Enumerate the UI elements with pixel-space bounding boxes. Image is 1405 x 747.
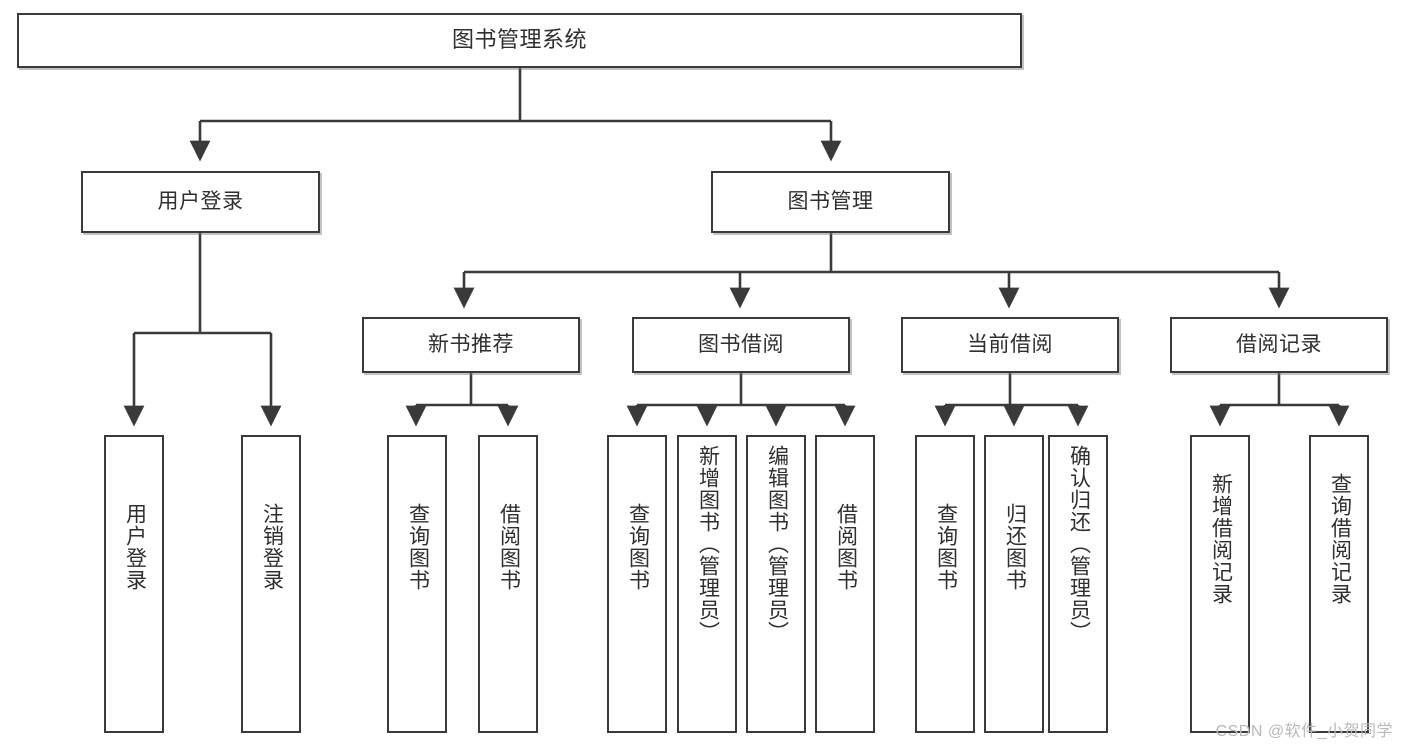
leaf-query-book-cur[interactable]: 查询图书 <box>915 435 975 733</box>
leaf-query-record[interactable]: 查询借阅记录 <box>1309 435 1369 733</box>
leaf-add-record-label: 新增借阅记录 <box>1209 473 1233 605</box>
leaf-borrow-book-label: 借阅图书 <box>834 503 858 591</box>
node-book-manage-label: 图书管理 <box>787 190 874 214</box>
node-book-borrow[interactable]: 图书借阅 <box>632 317 850 373</box>
leaf-borrow-book[interactable]: 借阅图书 <box>815 435 875 733</box>
leaf-edit-book-label: 编辑图书（管理员） <box>765 445 789 643</box>
leaf-user-login[interactable]: 用户登录 <box>104 435 164 733</box>
node-borrow-record-label: 借阅记录 <box>1236 333 1322 357</box>
node-user-login-label: 用户登录 <box>157 190 244 214</box>
leaf-confirm-return[interactable]: 确认归还（管理员） <box>1048 435 1108 733</box>
node-root-label: 图书管理系统 <box>451 27 587 53</box>
leaf-user-login-label: 用户登录 <box>123 503 147 591</box>
leaf-add-book[interactable]: 新增图书（管理员） <box>677 435 737 733</box>
leaf-borrow-book-new-label: 借阅图书 <box>497 503 521 591</box>
leaf-query-book-borrow-label: 查询图书 <box>626 503 650 591</box>
node-book-borrow-label: 图书借阅 <box>698 333 784 357</box>
leaf-logout-label: 注销登录 <box>260 503 284 591</box>
leaf-query-book-new[interactable]: 查询图书 <box>387 435 447 733</box>
leaf-add-record[interactable]: 新增借阅记录 <box>1190 435 1250 733</box>
leaf-query-book-borrow[interactable]: 查询图书 <box>607 435 667 733</box>
leaf-add-book-label: 新增图书（管理员） <box>696 445 720 643</box>
leaf-return-book[interactable]: 归还图书 <box>984 435 1044 733</box>
leaf-query-book-cur-label: 查询图书 <box>934 503 958 591</box>
leaf-query-record-label: 查询借阅记录 <box>1328 473 1352 605</box>
node-book-manage[interactable]: 图书管理 <box>711 171 950 233</box>
leaf-return-book-label: 归还图书 <box>1003 503 1027 591</box>
leaf-borrow-book-new[interactable]: 借阅图书 <box>478 435 538 733</box>
node-current-borrow[interactable]: 当前借阅 <box>901 317 1119 373</box>
node-new-book-rec[interactable]: 新书推荐 <box>362 317 580 373</box>
node-current-borrow-label: 当前借阅 <box>967 333 1053 357</box>
node-new-book-rec-label: 新书推荐 <box>428 333 514 357</box>
leaf-query-book-new-label: 查询图书 <box>406 503 430 591</box>
leaf-edit-book[interactable]: 编辑图书（管理员） <box>746 435 806 733</box>
connectors <box>123 68 1350 427</box>
node-borrow-record[interactable]: 借阅记录 <box>1170 317 1388 373</box>
leaf-confirm-return-label: 确认归还（管理员） <box>1067 445 1091 643</box>
node-root[interactable]: 图书管理系统 <box>17 13 1022 68</box>
node-user-login[interactable]: 用户登录 <box>81 171 320 233</box>
leaf-logout[interactable]: 注销登录 <box>241 435 301 733</box>
